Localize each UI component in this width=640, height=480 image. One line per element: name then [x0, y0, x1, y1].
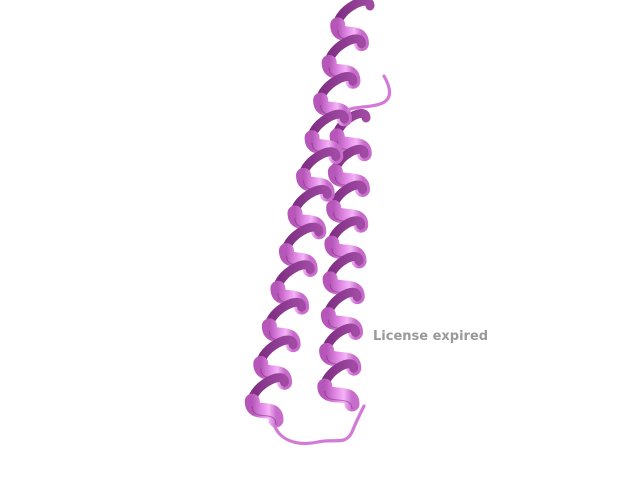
license-watermark: License expired: [373, 329, 489, 344]
loops: [273, 74, 392, 446]
back-helix: [317, 109, 372, 412]
back-helix-turn-edge: [324, 391, 353, 410]
back-helix-turn-front: [317, 378, 360, 412]
front-helix: [244, 0, 375, 428]
top-loop: [346, 74, 392, 112]
front-helix-turn-front: [244, 393, 284, 428]
front-helix-turn-edge: [251, 406, 277, 426]
bottom-loop: [273, 404, 366, 446]
